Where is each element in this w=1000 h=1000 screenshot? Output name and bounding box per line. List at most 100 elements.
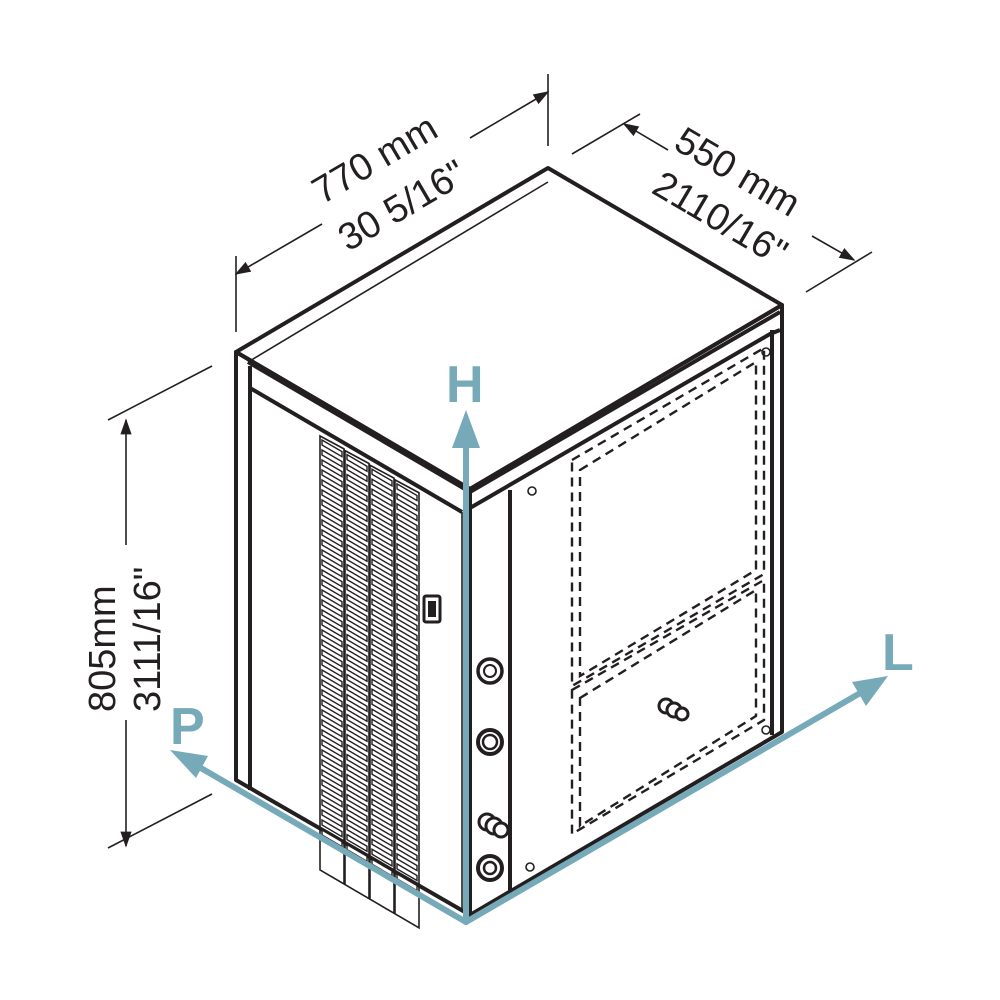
vent-slot <box>371 788 393 808</box>
vent-slot <box>396 532 418 552</box>
vent-slot <box>371 778 393 798</box>
vent-slot <box>346 483 368 503</box>
lid-band-right <box>468 328 781 510</box>
depth-dimension: 550 mm 2110/16" <box>571 113 873 293</box>
vent-slot <box>321 798 343 818</box>
vent-slot <box>346 563 368 583</box>
vent-slot <box>346 473 368 493</box>
vent-slot <box>346 593 368 613</box>
vent-slot <box>396 662 418 682</box>
vent-slot <box>371 808 393 828</box>
vent-slot <box>371 838 393 858</box>
connector-hose-icon <box>477 812 510 839</box>
vent-slot <box>371 568 393 588</box>
axis-h-arrowhead <box>452 410 480 448</box>
vent-slot <box>396 602 418 622</box>
vent-slot <box>396 802 418 822</box>
vent-slot <box>371 678 393 698</box>
lid-rim-left <box>246 360 472 494</box>
vent-slot <box>396 692 418 712</box>
vent-slot <box>346 533 368 553</box>
vent-slot <box>346 793 368 813</box>
vent-slot <box>396 562 418 582</box>
vent-slot <box>371 728 393 748</box>
vent-slot <box>321 448 343 468</box>
vent-slot <box>371 708 393 728</box>
vent-slot <box>346 663 368 683</box>
machine-body <box>234 166 784 930</box>
screw-top-right <box>761 347 771 357</box>
vent-slot <box>396 822 418 842</box>
upper-service-panel-inner <box>578 359 758 679</box>
vent-slot <box>321 778 343 798</box>
vent-slot <box>321 628 343 648</box>
vent-slot <box>321 708 343 728</box>
panel-connector-icon <box>657 697 690 722</box>
vent-slot <box>346 623 368 643</box>
vent-slot <box>396 492 418 512</box>
vent-slot <box>321 538 343 558</box>
vent-slot <box>321 748 343 768</box>
vent-slot <box>371 648 393 668</box>
vent-slot <box>321 568 343 588</box>
vent-slot <box>346 643 368 663</box>
vent-slot <box>346 743 368 763</box>
lid-rim-front <box>247 181 549 363</box>
vent-slot <box>321 668 343 688</box>
vent-slot <box>396 572 418 592</box>
axis-h-label: H <box>446 356 484 414</box>
vent-slot <box>321 488 343 508</box>
vent-slot <box>396 512 418 532</box>
vent-slot <box>371 738 393 758</box>
vent-slot <box>321 808 343 828</box>
vent-slot <box>346 803 368 823</box>
vent-slot <box>346 613 368 633</box>
vent-slot <box>346 513 368 533</box>
vent-slot <box>396 852 418 872</box>
vent-slot <box>396 592 418 612</box>
height-metric-label: 805mm <box>82 585 124 712</box>
vent-slot <box>346 583 368 603</box>
vent-slot <box>346 523 368 543</box>
vent-slot <box>396 672 418 692</box>
vent-slot <box>321 598 343 618</box>
vent-slot <box>321 728 343 748</box>
vent-slot <box>346 453 368 473</box>
lower-service-panel-inner <box>578 587 758 829</box>
vent-slot <box>396 622 418 642</box>
vent-slot <box>396 842 418 862</box>
height-ext-bottom <box>107 793 213 849</box>
side-latch-inner <box>428 601 436 617</box>
right-face <box>468 303 784 917</box>
vent-slot <box>346 763 368 783</box>
vent-slot <box>321 478 343 498</box>
vent-slot <box>396 642 418 662</box>
vent-slot <box>321 438 343 458</box>
vent-slot <box>371 498 393 518</box>
vent-slot <box>371 658 393 678</box>
vent-slot <box>371 608 393 628</box>
vent-slot <box>346 493 368 513</box>
vent-slot <box>396 772 418 792</box>
depth-dim-line-b <box>811 235 856 261</box>
vent-slot <box>396 762 418 782</box>
vent-slot <box>371 748 393 768</box>
connector-middle-icon <box>476 728 504 756</box>
vent-slot <box>396 612 418 632</box>
vent-slot <box>371 638 393 658</box>
vent-slot <box>321 758 343 778</box>
vent-slot <box>371 828 393 848</box>
vent-slot <box>396 542 418 562</box>
depth-ext-back <box>805 251 873 293</box>
vent-slot <box>371 548 393 568</box>
vent-slot <box>346 813 368 833</box>
width-dim-line-b <box>469 91 550 139</box>
vent-slot <box>396 732 418 752</box>
vent-slot <box>321 738 343 758</box>
vent-slot <box>321 638 343 658</box>
vent-slot <box>321 818 343 838</box>
vent-slot <box>371 668 393 688</box>
vent-slot <box>396 702 418 722</box>
vent-slot <box>396 832 418 852</box>
